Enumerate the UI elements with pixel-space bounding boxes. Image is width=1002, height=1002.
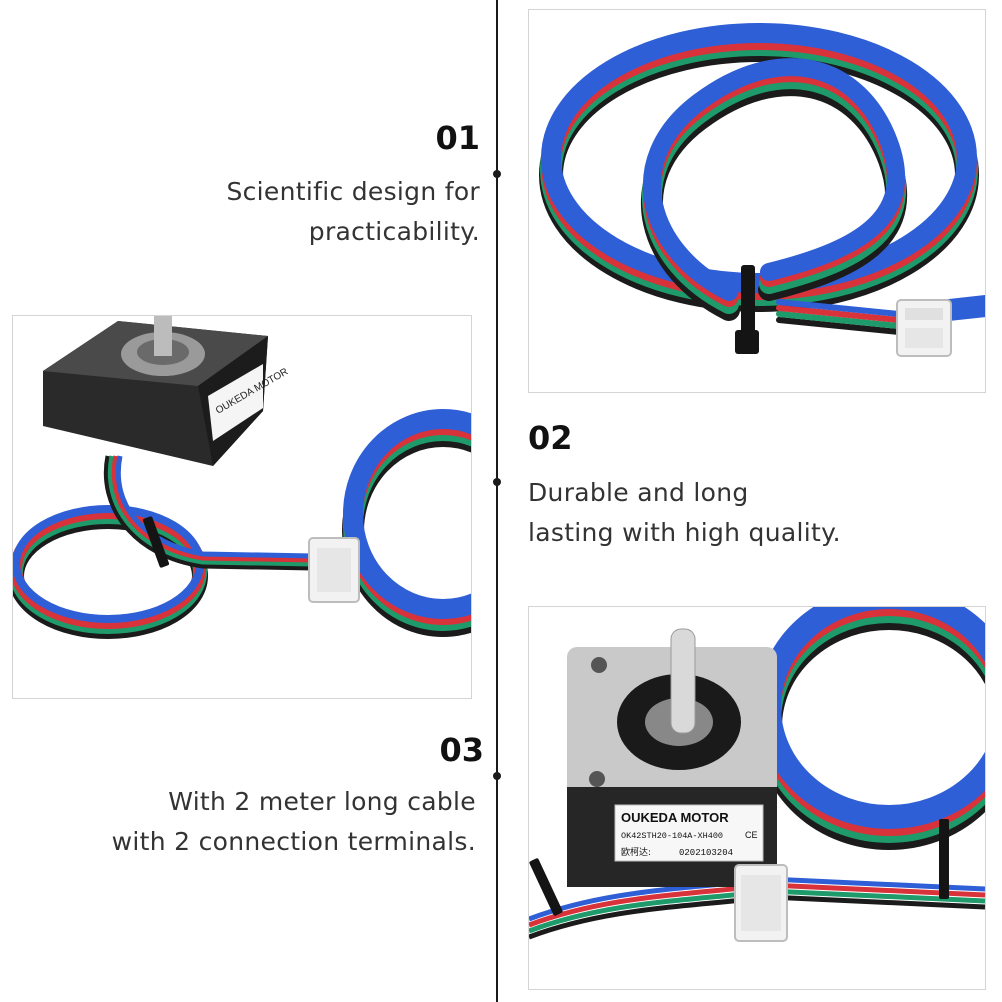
- motor-label-serial: 0202103204: [679, 848, 733, 858]
- motor-label-ce: CE: [745, 830, 758, 840]
- motor-with-cable-photo: OUKEDA MOTOR: [12, 315, 472, 699]
- motor-label-brand: OUKEDA MOTOR: [621, 810, 729, 825]
- feature-number-01: 01: [435, 119, 480, 157]
- feature-text-03: With 2 meter long cable with 2 connectio…: [60, 782, 476, 862]
- timeline-dot-01: [493, 170, 501, 178]
- cable-coil-photo: [528, 9, 986, 393]
- feature-text-02-line1: Durable and long: [528, 478, 749, 507]
- feature-text-01-line2: practicability.: [308, 217, 480, 246]
- timeline-dot-02: [493, 478, 501, 486]
- motor-label-model: OK42STH20-104A-XH400: [621, 831, 723, 841]
- motor-label-serial-prefix: 欧柯达:: [621, 846, 651, 858]
- feature-text-01: Scientific design for practicability.: [100, 172, 480, 252]
- feature-number-03: 03: [439, 731, 484, 769]
- feature-text-02: Durable and long lasting with high quali…: [528, 473, 948, 553]
- motor-label-closeup-photo: OUKEDA MOTOR OK42STH20-104A-XH400 CE 欧柯达…: [528, 606, 986, 990]
- feature-number-02: 02: [528, 419, 573, 457]
- feature-text-03-line2: with 2 connection terminals.: [111, 827, 476, 856]
- feature-text-03-line1: With 2 meter long cable: [168, 787, 476, 816]
- feature-text-01-line1: Scientific design for: [226, 177, 480, 206]
- feature-text-02-line2: lasting with high quality.: [528, 518, 841, 547]
- timeline-dot-03: [493, 772, 501, 780]
- timeline-line: [496, 0, 498, 1002]
